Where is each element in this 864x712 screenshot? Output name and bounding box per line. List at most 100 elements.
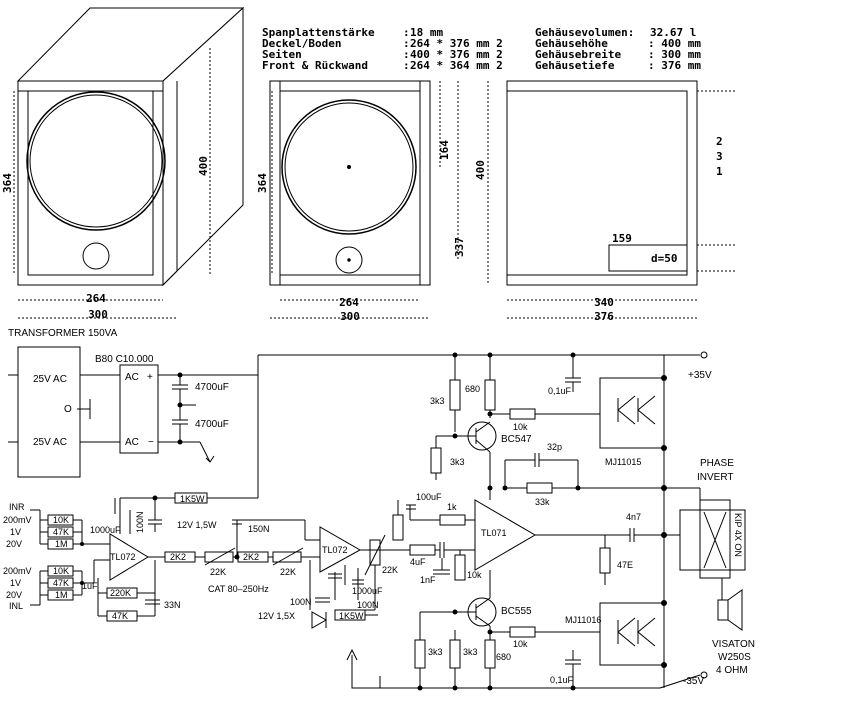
dim-label: 300	[340, 310, 360, 323]
spec-value: 400 * 376 mm 2	[410, 48, 503, 61]
box-isometric-view	[13, 6, 245, 319]
cap-label: 0,1uF	[550, 675, 574, 685]
opamp-label: TL072	[322, 545, 348, 555]
zener-label: 12V 1,5W	[177, 520, 217, 530]
transistor-label: MJ11015	[605, 457, 641, 467]
tap-label: 25V AC	[33, 437, 67, 448]
cap-label: 4700uF	[195, 382, 229, 393]
resistor-label: 1M	[55, 590, 68, 600]
resistor	[599, 547, 611, 574]
speaker-icon	[717, 599, 729, 621]
switch-label: KIP 4X ON	[733, 513, 743, 557]
junction-dots	[80, 352, 667, 691]
resistor-label: 680	[465, 384, 480, 394]
dim-label: 337	[453, 237, 466, 257]
rectifier-label: B80 C10.000	[95, 354, 154, 365]
rectifier-ac-label: AC	[125, 372, 139, 383]
dim-label: 376	[594, 310, 614, 323]
svg-text::: :	[403, 26, 410, 39]
cap-label: 1000uF	[90, 525, 121, 535]
rectifier-ac-label: AC	[125, 437, 139, 448]
cap-label: 100uF	[416, 492, 442, 502]
pot-label: 22K	[210, 567, 226, 577]
pot-label: 22K	[382, 565, 398, 575]
input-filter-circuit	[30, 478, 660, 689]
transformer-label: TRANSFORMER 150VA	[8, 328, 118, 339]
resistor-label: 3k3	[463, 647, 478, 657]
input-level: 200mV	[3, 515, 32, 525]
spec-label: Spanplattenstärke	[262, 26, 375, 39]
spec-value: : 300 mm	[648, 48, 701, 61]
resistor-label: 1K5W	[339, 611, 364, 621]
cap-label: 4uF	[410, 557, 426, 567]
port-tube	[608, 244, 688, 272]
resistor-label: 3k3	[450, 457, 465, 467]
dim-label: 1	[716, 165, 723, 178]
input-label: INL	[9, 601, 23, 611]
rectifier-minus-label: −	[148, 437, 154, 448]
power-transistor-box	[599, 377, 665, 449]
svg-text::: :	[403, 37, 410, 50]
transistor-label: BC547	[501, 434, 532, 445]
dim-label: 2	[716, 135, 723, 148]
spec-label: Gehäusevolumen:	[535, 26, 634, 39]
opamp-symbol	[109, 533, 149, 581]
cap-label: 4n7	[626, 512, 641, 522]
spec-value: 32.67 l	[650, 26, 696, 39]
input-level: 20V	[6, 539, 22, 549]
speaker-label: VISATON	[712, 639, 755, 650]
spec-label: Gehäusehöhe	[535, 37, 608, 50]
center-tap-label: O	[64, 404, 72, 415]
resistor	[509, 408, 536, 420]
cap-label: 1uF	[82, 581, 98, 591]
dim-label: 3	[716, 150, 723, 163]
zener-label: 12V 1,5X	[258, 611, 295, 621]
resistor-label: 1M	[55, 539, 68, 549]
dim-label: 164	[438, 140, 451, 160]
transistor-label: MJ11016	[565, 615, 601, 625]
dim-label: 264	[339, 296, 359, 309]
tap-label: 25V AC	[33, 374, 67, 385]
cap-label: 100N	[135, 511, 145, 533]
phase-switch	[679, 509, 746, 571]
input-level: 1V	[10, 578, 21, 588]
input-level: 20V	[6, 590, 22, 600]
speaker-label: 4 OHM	[716, 665, 748, 676]
dim-label: 400	[197, 156, 210, 176]
resistor-label: 10k	[513, 639, 528, 649]
resistor	[484, 639, 496, 669]
dim-label: 364	[256, 173, 269, 193]
opamp-label: TL072	[110, 552, 136, 562]
port-circle	[335, 246, 363, 274]
opamp-label: TL071	[481, 528, 507, 538]
spec-value: 264 * 376 mm 2	[410, 37, 503, 50]
spec-value: 18 mm	[410, 26, 443, 39]
resistor	[439, 514, 466, 526]
cap-label: 33N	[164, 600, 181, 610]
spec-value: : 400 mm	[648, 37, 701, 50]
resistor-label: 47K	[53, 578, 69, 588]
opamp-symbol	[319, 526, 362, 573]
resistor	[526, 482, 553, 494]
resistor-label: 10K	[53, 566, 69, 576]
speaker-label: W250S	[718, 652, 751, 663]
specs-block: Spanplattenstärke 18 mm Deckel/Boden 264…	[262, 26, 701, 72]
port-label: d=50	[651, 252, 678, 265]
resistor	[509, 626, 536, 638]
spec-label: Seiten	[262, 48, 302, 61]
spec-label: Deckel/Boden	[262, 37, 341, 50]
input-level: 1V	[10, 527, 21, 537]
pot-label: 22K	[280, 567, 296, 577]
resistor	[449, 379, 461, 411]
resistor-label: 220K	[110, 588, 131, 598]
resistor	[430, 447, 442, 474]
resistor-label: 10k	[467, 570, 482, 580]
input-label: INR	[9, 502, 25, 512]
box-side-view	[506, 80, 735, 319]
resistor	[409, 544, 436, 556]
resistor-label: 1k	[447, 502, 457, 512]
dim-label: 340	[594, 296, 614, 309]
rectifier-plus-label: +	[147, 372, 153, 383]
spec-value: 264 * 364 mm 2	[410, 59, 503, 72]
